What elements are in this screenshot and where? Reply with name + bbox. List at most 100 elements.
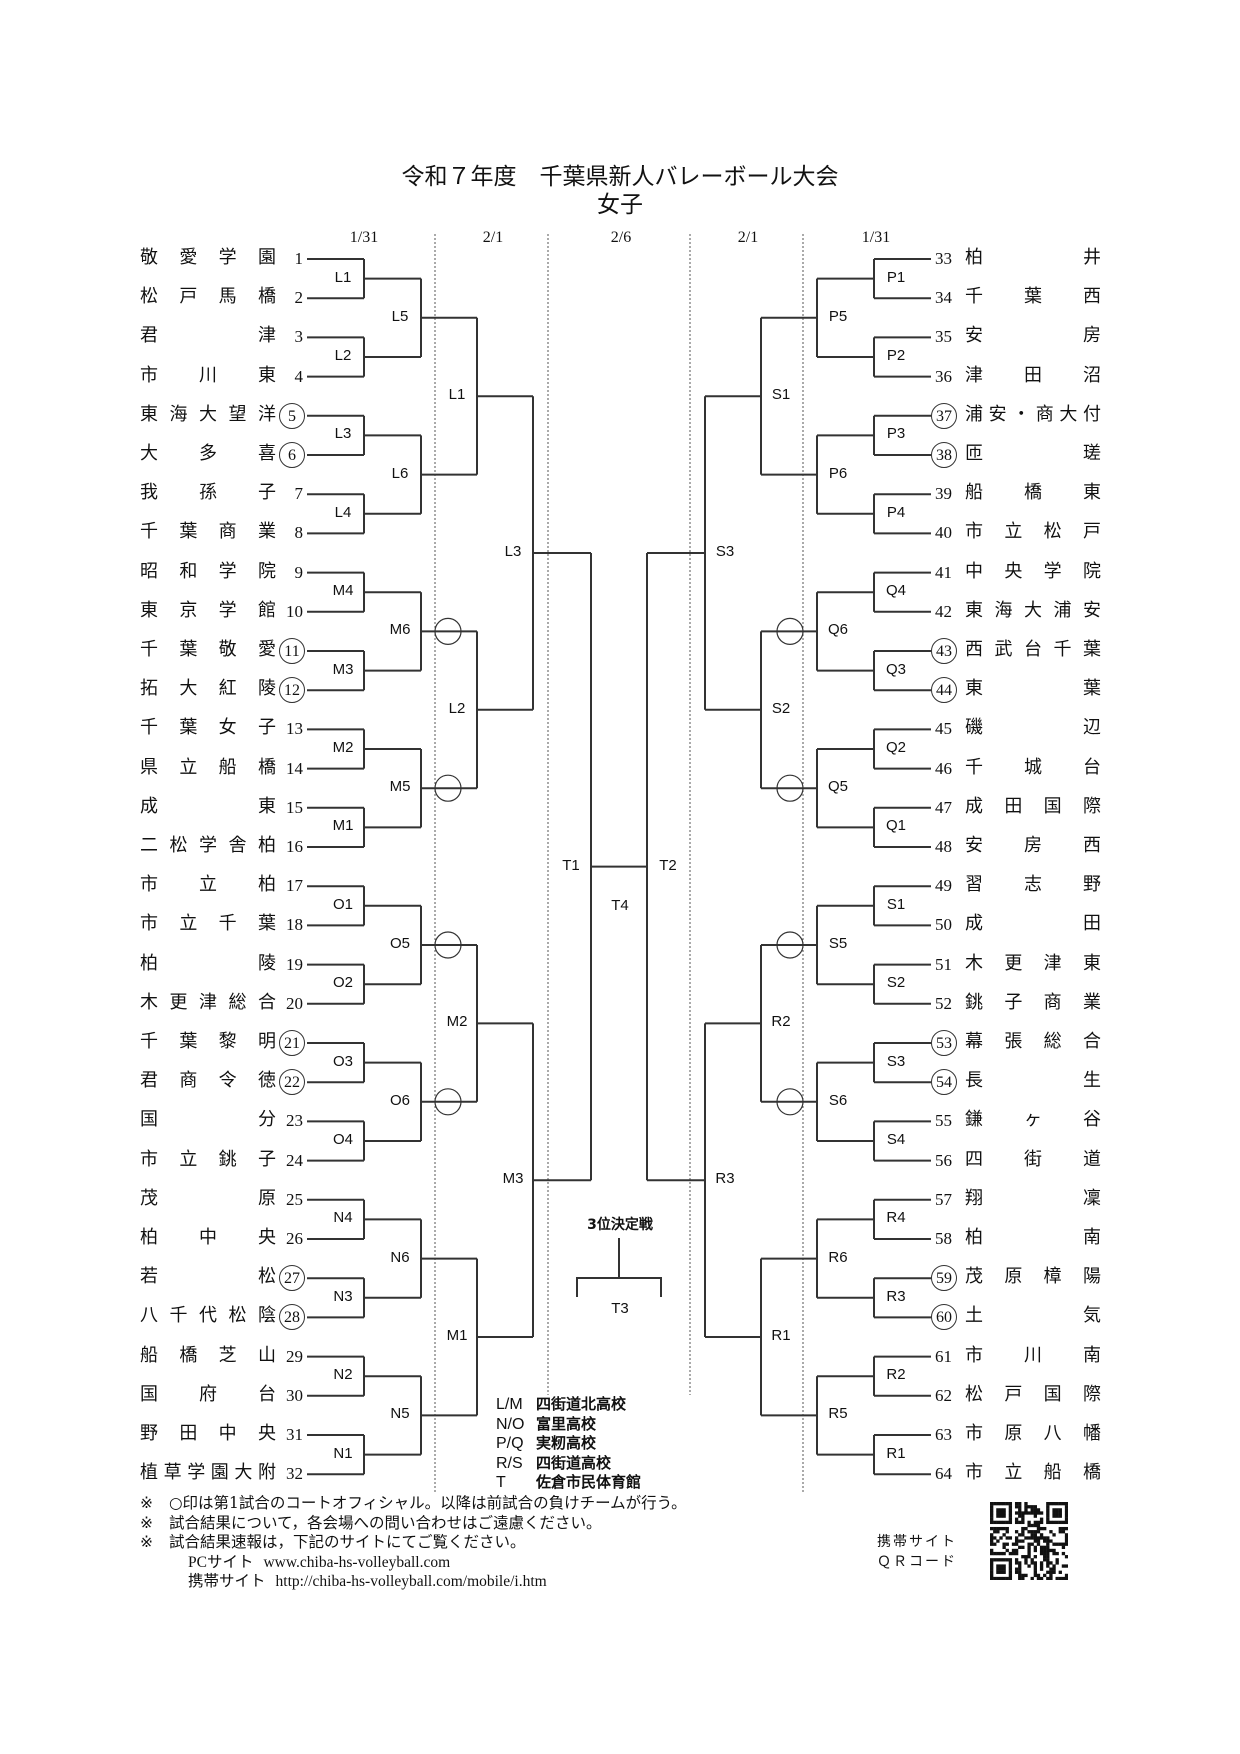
team-name: 千城台 bbox=[965, 756, 1101, 778]
qr-module bbox=[1005, 1542, 1009, 1546]
team-name: 千葉商業 bbox=[140, 521, 276, 543]
team-name: 大多喜 bbox=[140, 443, 276, 464]
match-label: O4 bbox=[332, 1131, 353, 1148]
qr-module bbox=[1049, 1539, 1053, 1543]
qr-module bbox=[990, 1558, 994, 1562]
qr-module bbox=[1027, 1564, 1031, 1568]
qr-module bbox=[1046, 1558, 1050, 1562]
team-number: 9 bbox=[294, 562, 304, 582]
qr-module bbox=[1014, 1511, 1019, 1515]
qr-module bbox=[1055, 1558, 1059, 1562]
date-right-round2: 2/1 bbox=[737, 229, 759, 246]
match-label: Q6 bbox=[827, 621, 848, 639]
qr-module bbox=[1033, 1511, 1037, 1515]
team-name: 鎌ヶ谷 bbox=[965, 1109, 1101, 1131]
team-name: 東葉 bbox=[965, 678, 1101, 700]
qr-module bbox=[1024, 1561, 1028, 1565]
team-number: 57 bbox=[935, 1189, 952, 1209]
qr-module bbox=[996, 1567, 1000, 1571]
team-number: 10 bbox=[286, 601, 303, 621]
note-mark: ※ bbox=[140, 1533, 153, 1551]
qr-caption: 携帯サイト ＱＲコード bbox=[872, 1532, 962, 1572]
qr-module bbox=[990, 1539, 994, 1543]
qr-module bbox=[1039, 1567, 1044, 1571]
team-name: 国府台 bbox=[140, 1383, 276, 1405]
qr-module bbox=[1014, 1561, 1019, 1565]
team-name: 松戸馬橋 bbox=[140, 286, 276, 308]
mobile-site-url[interactable]: http://chiba-hs-volleyball.com/mobile/i.… bbox=[275, 1573, 547, 1590]
team-number: 4 bbox=[294, 366, 304, 386]
qr-module bbox=[996, 1502, 1000, 1506]
qr-module bbox=[1021, 1539, 1025, 1543]
team-number: 26 bbox=[286, 1229, 303, 1248]
qr-module bbox=[1014, 1536, 1019, 1540]
match-label: T2 bbox=[659, 856, 677, 874]
qr-module bbox=[1030, 1558, 1034, 1562]
qr-code-image[interactable] bbox=[990, 1502, 1068, 1580]
match-label: S3 bbox=[715, 543, 735, 560]
qr-module bbox=[990, 1533, 994, 1537]
court-official-circle bbox=[776, 617, 804, 646]
qr-module bbox=[1049, 1530, 1053, 1534]
qr-module bbox=[1018, 1514, 1022, 1518]
qr-module bbox=[1064, 1573, 1068, 1578]
qr-module bbox=[1033, 1555, 1037, 1559]
qr-module bbox=[1055, 1514, 1059, 1518]
pc-site-url[interactable]: www.chiba-hs-volleyball.com bbox=[263, 1553, 451, 1571]
match-label: P6 bbox=[828, 464, 848, 482]
qr-module bbox=[1033, 1520, 1037, 1525]
team-number-circled: 6 bbox=[279, 442, 305, 468]
qr-module bbox=[1049, 1548, 1053, 1553]
qr-module bbox=[1014, 1558, 1019, 1562]
venue-name: 富里高校 bbox=[536, 1414, 597, 1433]
qr-module bbox=[1043, 1555, 1047, 1559]
team-name: 安房西 bbox=[965, 835, 1101, 856]
qr-module bbox=[1036, 1523, 1041, 1528]
qr-module bbox=[1052, 1567, 1056, 1571]
qr-module bbox=[1014, 1517, 1019, 1521]
match-label: P2 bbox=[886, 347, 906, 364]
match-label: O3 bbox=[332, 1052, 353, 1070]
qr-module bbox=[1002, 1542, 1006, 1546]
team-name: 市立千葉 bbox=[140, 913, 276, 935]
qr-module bbox=[1027, 1511, 1031, 1515]
qr-module bbox=[1005, 1576, 1009, 1580]
team-name: 柏陵 bbox=[140, 952, 276, 974]
team-name: 敬愛学園 bbox=[140, 247, 276, 268]
team-name: 茂原 bbox=[140, 1187, 276, 1209]
qr-module bbox=[1018, 1570, 1022, 1574]
qr-module bbox=[1055, 1561, 1059, 1565]
match-label: L2 bbox=[334, 347, 352, 364]
qr-module bbox=[1064, 1564, 1068, 1568]
team-name: 浦安・商大付 bbox=[965, 403, 1101, 425]
team-number: 8 bbox=[294, 523, 304, 543]
team-number-circled: 5 bbox=[279, 402, 305, 429]
qr-module bbox=[999, 1551, 1003, 1556]
qr-module bbox=[999, 1570, 1003, 1574]
team-name: 中央学院 bbox=[965, 560, 1101, 582]
team-number: 35 bbox=[935, 327, 952, 347]
team-number: 30 bbox=[286, 1385, 303, 1405]
qr-module bbox=[1036, 1530, 1041, 1534]
qr-module bbox=[1024, 1573, 1028, 1578]
team-number: 19 bbox=[286, 954, 303, 974]
qr-module bbox=[990, 1502, 994, 1506]
match-label: N5 bbox=[390, 1405, 410, 1423]
qr-module bbox=[999, 1511, 1003, 1515]
team-name: 茂原樟陽 bbox=[965, 1266, 1101, 1288]
qr-module bbox=[1014, 1502, 1019, 1506]
qr-module bbox=[999, 1564, 1003, 1568]
qr-module bbox=[1008, 1567, 1013, 1571]
page-subtitle: 女子 bbox=[597, 192, 643, 218]
court-official-circle bbox=[434, 1088, 462, 1116]
qr-module bbox=[1008, 1573, 1013, 1578]
qr-module bbox=[1039, 1564, 1044, 1568]
team-number-circled: 28 bbox=[279, 1304, 305, 1331]
team-number-circled: 43 bbox=[931, 638, 957, 664]
qr-module bbox=[990, 1542, 994, 1546]
team-number: 63 bbox=[935, 1425, 952, 1444]
team-name: 安房 bbox=[965, 325, 1101, 347]
